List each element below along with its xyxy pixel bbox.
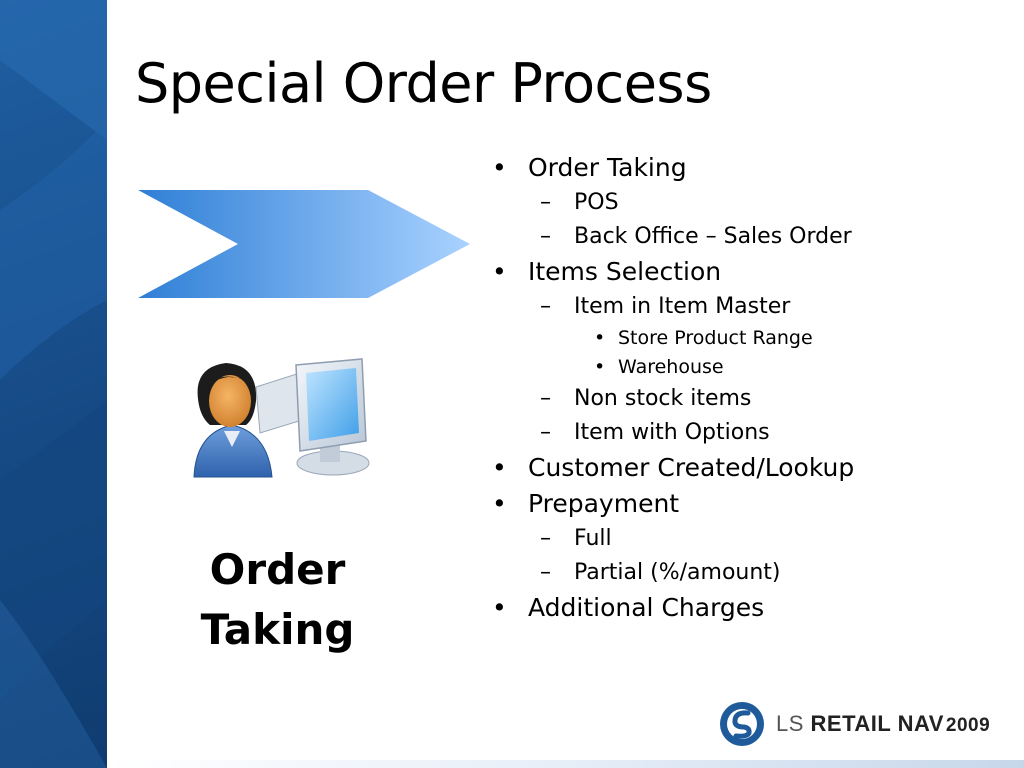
- bullet-marker: –: [540, 224, 551, 249]
- bullet-text: POS: [574, 190, 619, 215]
- bottom-stripe: [107, 760, 1024, 768]
- person-at-computer-icon: [193, 358, 370, 478]
- side-band: [0, 0, 107, 768]
- bullet-marker: •: [492, 153, 507, 182]
- bullet-marker: •: [594, 327, 606, 349]
- bullet-marker: –: [540, 420, 551, 445]
- slide-title: Special Order Process: [135, 52, 712, 115]
- bullet-text: Partial (%/amount): [574, 560, 781, 585]
- bullet-item: • Prepayment: [490, 486, 1010, 522]
- caption-line-1: Order: [209, 545, 346, 594]
- bullet-item: –Back Office – Sales Order: [490, 220, 1010, 254]
- bullet-text: Back Office – Sales Order: [574, 224, 852, 249]
- bullet-item: • Order Taking: [490, 150, 1010, 186]
- bullet-item: –Full: [490, 522, 1010, 556]
- bullet-marker: •: [492, 593, 507, 622]
- bullet-text: Full: [574, 526, 612, 551]
- bullet-text: Item with Options: [574, 420, 770, 445]
- bullet-item: –Item with Options: [490, 416, 1010, 450]
- bullet-list: •Order Taking –POS –Back Office – Sales …: [490, 150, 1010, 626]
- bullet-marker: •: [492, 257, 507, 286]
- bullet-text: Additional Charges: [528, 593, 765, 622]
- bullet-text: Customer Created/Lookup: [528, 453, 855, 482]
- bullet-marker: –: [540, 190, 551, 215]
- bullet-item: • Store Product Range: [490, 324, 1010, 353]
- logo-ls-text: LS: [776, 711, 804, 736]
- bullet-marker: •: [594, 356, 606, 378]
- side-band-pattern: [0, 0, 107, 768]
- logo-year-text: 2009: [945, 715, 991, 736]
- bullet-text: Items Selection: [528, 257, 722, 286]
- bullet-item: –POS: [490, 186, 1010, 220]
- bullet-marker: –: [540, 294, 551, 319]
- bullet-text: Prepayment: [528, 489, 680, 518]
- bullet-item: • Items Selection: [490, 254, 1010, 290]
- bullet-marker: –: [540, 526, 551, 551]
- bullet-text: Non stock items: [574, 386, 752, 411]
- ls-retail-logo-icon: [720, 702, 764, 746]
- caption-line-2: Taking: [200, 605, 355, 654]
- slide-caption: Order Taking: [180, 540, 375, 660]
- bullet-item: • Customer Created/Lookup: [490, 450, 1010, 486]
- logo-brand-text: RETAIL NAV: [810, 711, 944, 736]
- bullet-item: –Non stock items: [490, 382, 1010, 416]
- bullet-text: Store Product Range: [618, 327, 813, 349]
- bullet-text: Item in Item Master: [574, 294, 791, 319]
- chevron-arrow-icon: [138, 190, 470, 298]
- bullet-item: • Warehouse: [490, 353, 1010, 382]
- bullet-marker: •: [492, 489, 507, 518]
- bullet-marker: •: [492, 453, 507, 482]
- bullet-text: Warehouse: [618, 356, 724, 378]
- bullet-marker: –: [540, 560, 551, 585]
- bullet-item: –Item in Item Master: [490, 290, 1010, 324]
- bullet-item: –Partial (%/amount): [490, 556, 1010, 590]
- bullet-item: • Additional Charges: [490, 590, 1010, 626]
- bullet-marker: –: [540, 386, 551, 411]
- bullet-text: Order Taking: [528, 153, 687, 182]
